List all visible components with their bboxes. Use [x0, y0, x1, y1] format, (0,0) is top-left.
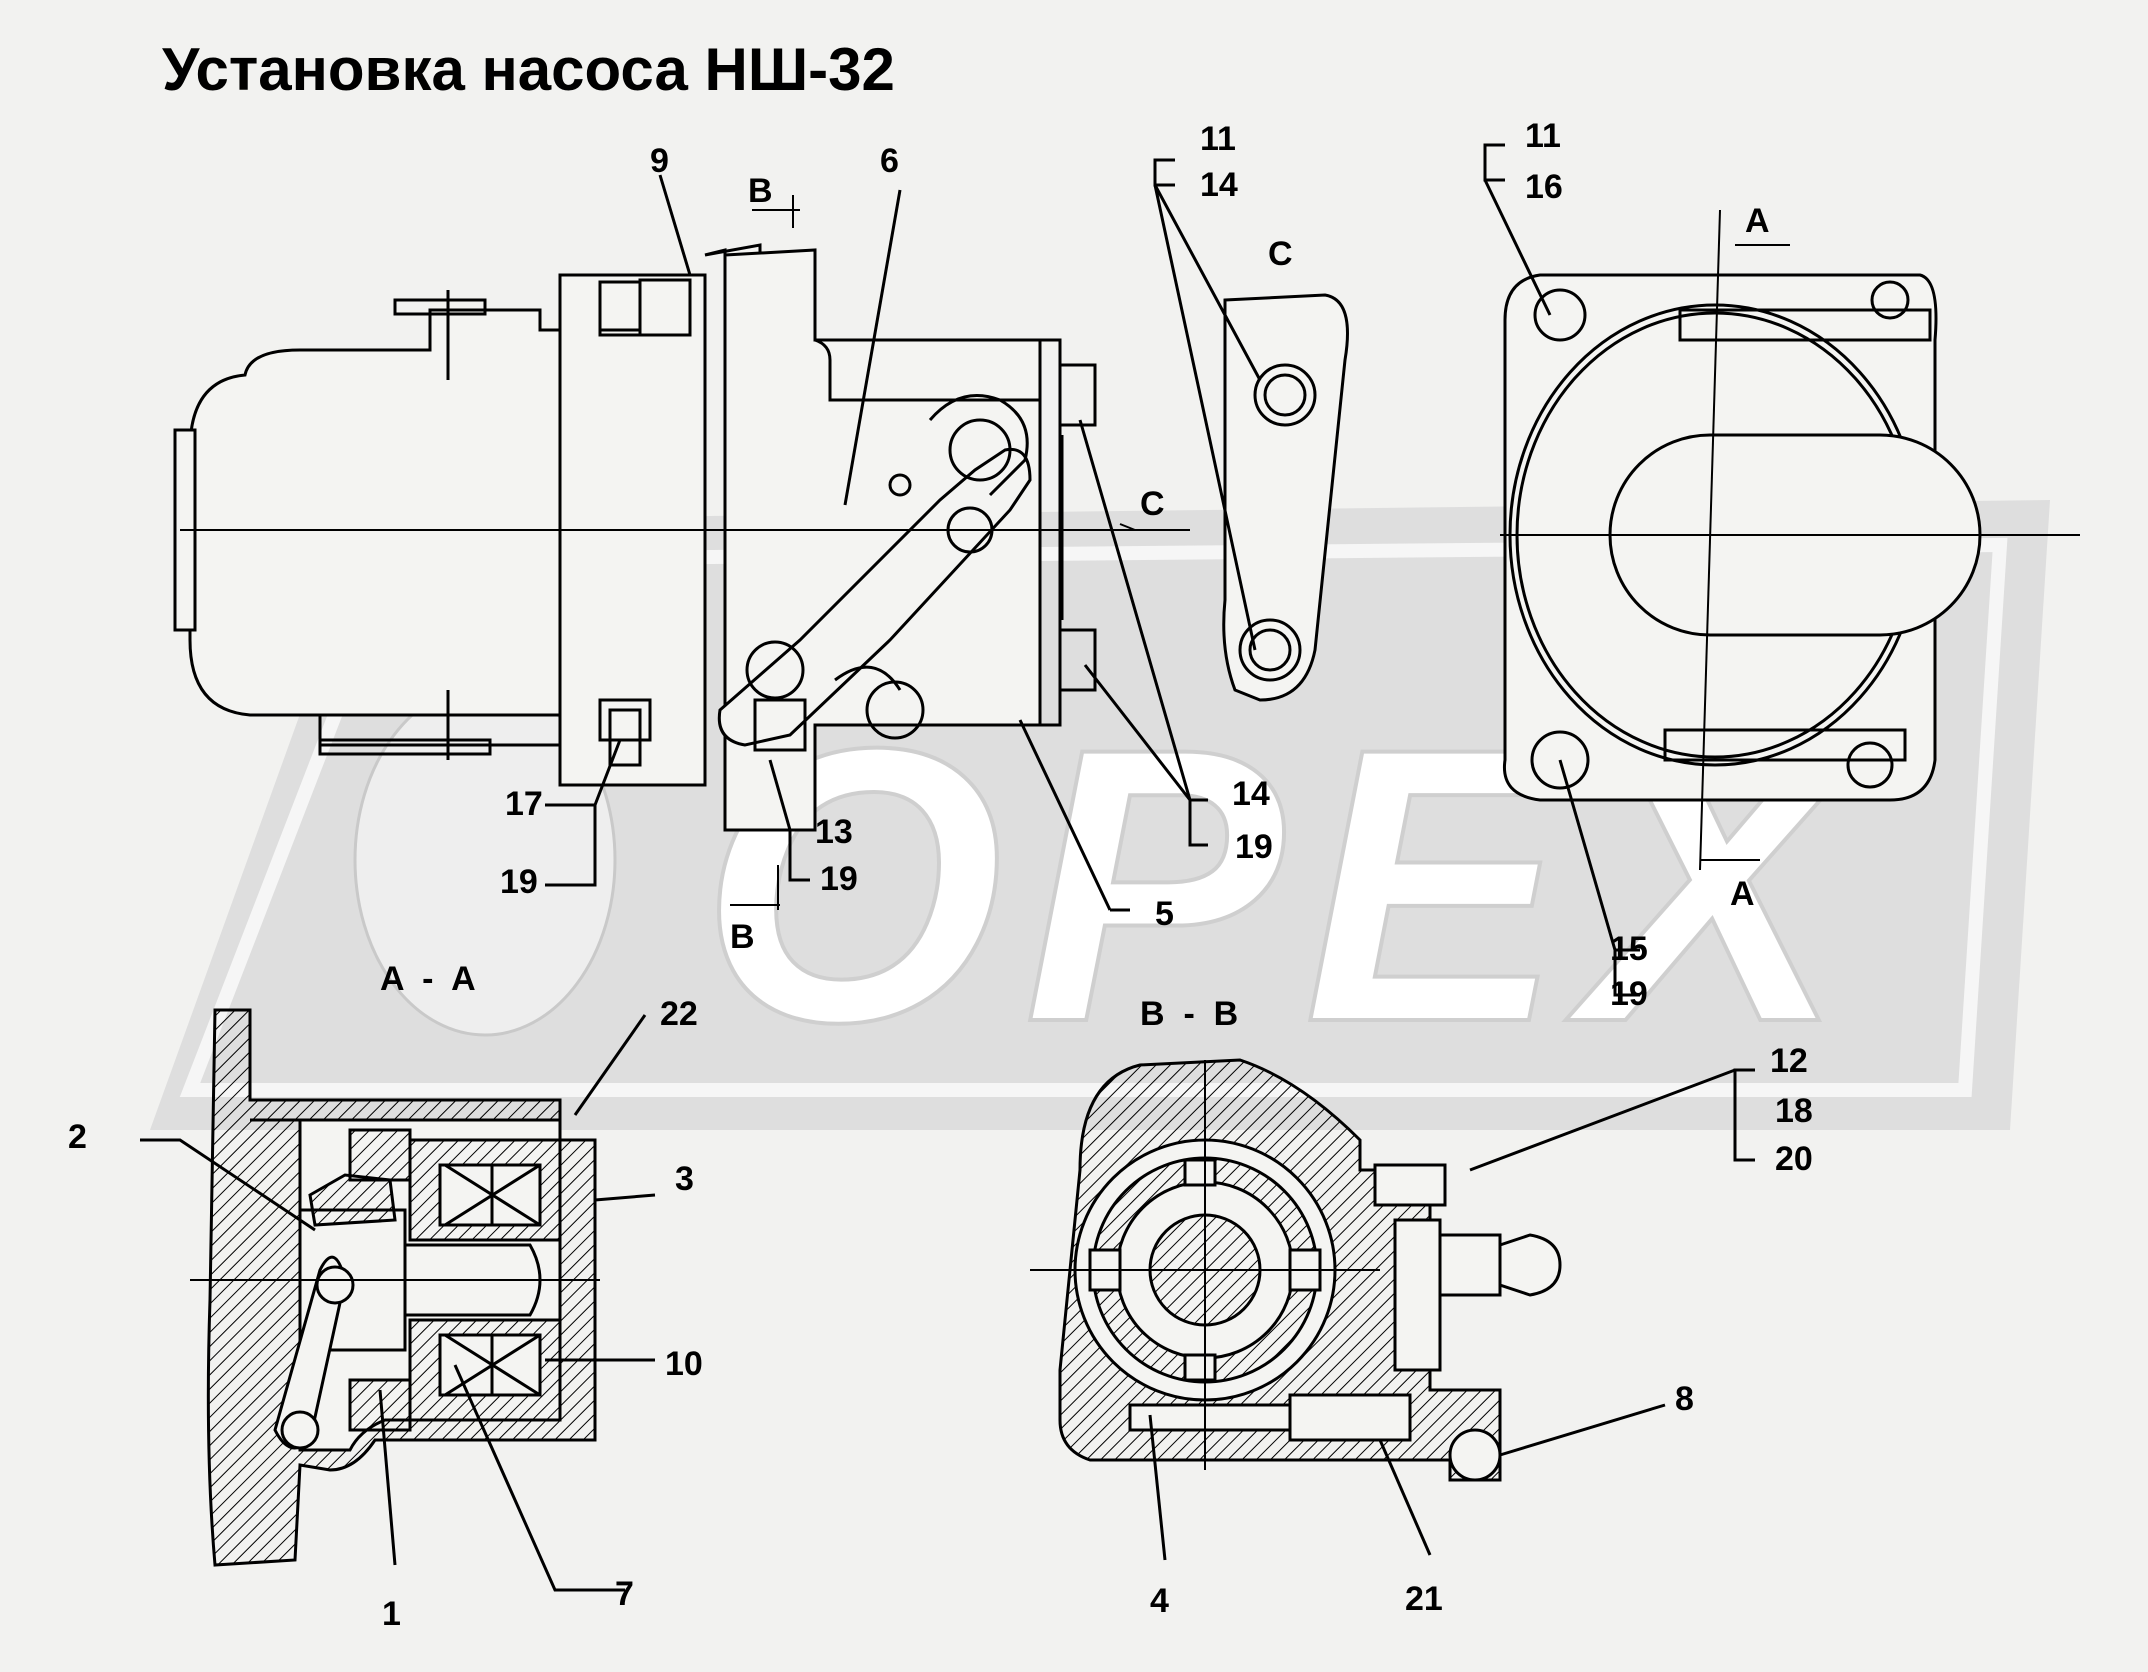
section-a-top: A	[1745, 202, 1770, 240]
callout-19-d: 19	[500, 863, 538, 901]
callout-19-c: 19	[1610, 975, 1648, 1013]
front-view	[1500, 209, 2080, 871]
callout-7: 7	[615, 1575, 634, 1613]
section-c-arrow: C	[1140, 485, 1165, 523]
callout-9: 9	[650, 142, 669, 180]
section-b-bottom: B	[730, 918, 755, 956]
section-aa	[190, 1008, 600, 1567]
view-c-label: C	[1268, 235, 1293, 273]
section-a-bottom: A	[1730, 875, 1755, 913]
callout-13: 13	[815, 813, 853, 851]
callout-8: 8	[1675, 1380, 1694, 1418]
callout-11-a: 11	[1200, 120, 1236, 158]
callout-15: 15	[1610, 930, 1648, 968]
callout-16: 16	[1525, 168, 1563, 206]
view-c	[1222, 293, 1349, 702]
callout-22: 22	[660, 995, 698, 1033]
callout-6: 6	[880, 142, 899, 180]
leader-lines	[140, 143, 1755, 1592]
callout-12: 12	[1770, 1042, 1808, 1080]
section-bb	[1030, 1058, 1562, 1482]
section-b-top: B	[748, 172, 773, 210]
callout-19-b: 19	[1235, 828, 1273, 866]
callout-20: 20	[1775, 1140, 1813, 1178]
callout-18: 18	[1775, 1092, 1813, 1130]
callout-17: 17	[505, 785, 543, 823]
callout-19-a: 19	[820, 860, 858, 898]
callout-labels: 9 6 B 11 14 C C 11 16 A A 14 19 5 17 19 …	[68, 117, 1813, 1633]
callout-2: 2	[68, 1118, 87, 1156]
callout-3: 3	[675, 1160, 694, 1198]
callout-1: 1	[382, 1595, 401, 1633]
section-bb-label: B - B	[1140, 995, 1238, 1033]
callout-14-a: 14	[1200, 166, 1238, 204]
callout-10: 10	[665, 1345, 703, 1383]
section-aa-label: A - A	[380, 960, 476, 998]
callout-14-b: 14	[1232, 775, 1270, 813]
page-title: Установка насоса НШ-32	[162, 36, 895, 103]
callout-21: 21	[1405, 1580, 1443, 1618]
callout-11-b: 11	[1525, 117, 1561, 155]
main-side-view	[173, 195, 1190, 910]
callout-4: 4	[1150, 1582, 1169, 1620]
callout-5: 5	[1155, 895, 1174, 933]
